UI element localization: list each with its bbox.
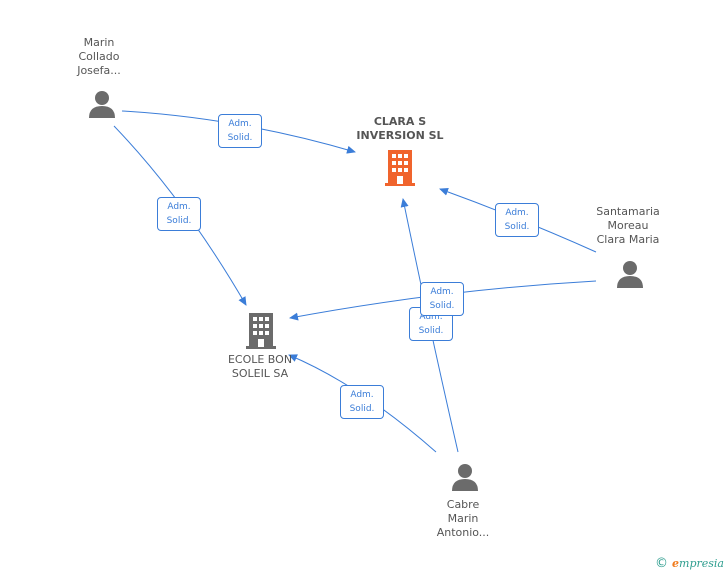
brand-watermark: ©empresia — [655, 556, 724, 571]
relation-badge-line1: Adm. — [505, 208, 529, 218]
node-label-marin[interactable]: Marin Collado Josefa... — [77, 36, 121, 77]
node-label-santamaria[interactable]: Santamaria Moreau Clara Maria — [596, 205, 660, 246]
relation-badge-line2: Solid. — [166, 216, 192, 226]
relation-badge-marin-clara[interactable]: Adm. Solid. — [218, 114, 262, 148]
relation-badge-line2: Solid. — [349, 404, 375, 414]
copyright-icon: © — [655, 556, 669, 571]
relation-badge-line2: Solid. — [504, 222, 530, 232]
relation-badge-line1: Adm. — [228, 119, 252, 129]
relation-badge-line1: Adm. — [167, 202, 191, 212]
relation-badge-santamaria-clara[interactable]: Adm. Solid. — [495, 203, 539, 237]
relation-badge-cabre-ecole[interactable]: Adm. Solid. — [340, 385, 384, 419]
person-icon[interactable] — [615, 259, 645, 289]
brand-logo-e: e — [672, 557, 680, 570]
person-icon[interactable] — [450, 462, 480, 492]
node-label-ecole[interactable]: ECOLE BON SOLEIL SA — [227, 353, 293, 380]
person-icon[interactable] — [87, 89, 117, 119]
relation-badge-line1: Adm. — [350, 390, 374, 400]
relation-badge-santamaria-ecole[interactable]: Adm. Solid. — [420, 282, 464, 316]
node-label-clara[interactable]: CLARA S INVERSION SL — [356, 115, 444, 142]
relation-badge-line2: Solid. — [418, 326, 444, 336]
company-building-icon[interactable] — [246, 313, 276, 349]
company-building-icon[interactable] — [385, 150, 415, 186]
relation-badge-line2: Solid. — [227, 133, 253, 143]
relation-badge-line1: Adm. — [419, 312, 443, 322]
relation-badge-line2: Solid. — [429, 301, 455, 311]
node-label-cabre[interactable]: Cabre Marin Antonio... — [436, 498, 490, 539]
brand-logo-text: mpresia — [679, 557, 724, 570]
relation-badge-line1: Adm. — [430, 287, 454, 297]
relation-badge-marin-ecole[interactable]: Adm. Solid. — [157, 197, 201, 231]
